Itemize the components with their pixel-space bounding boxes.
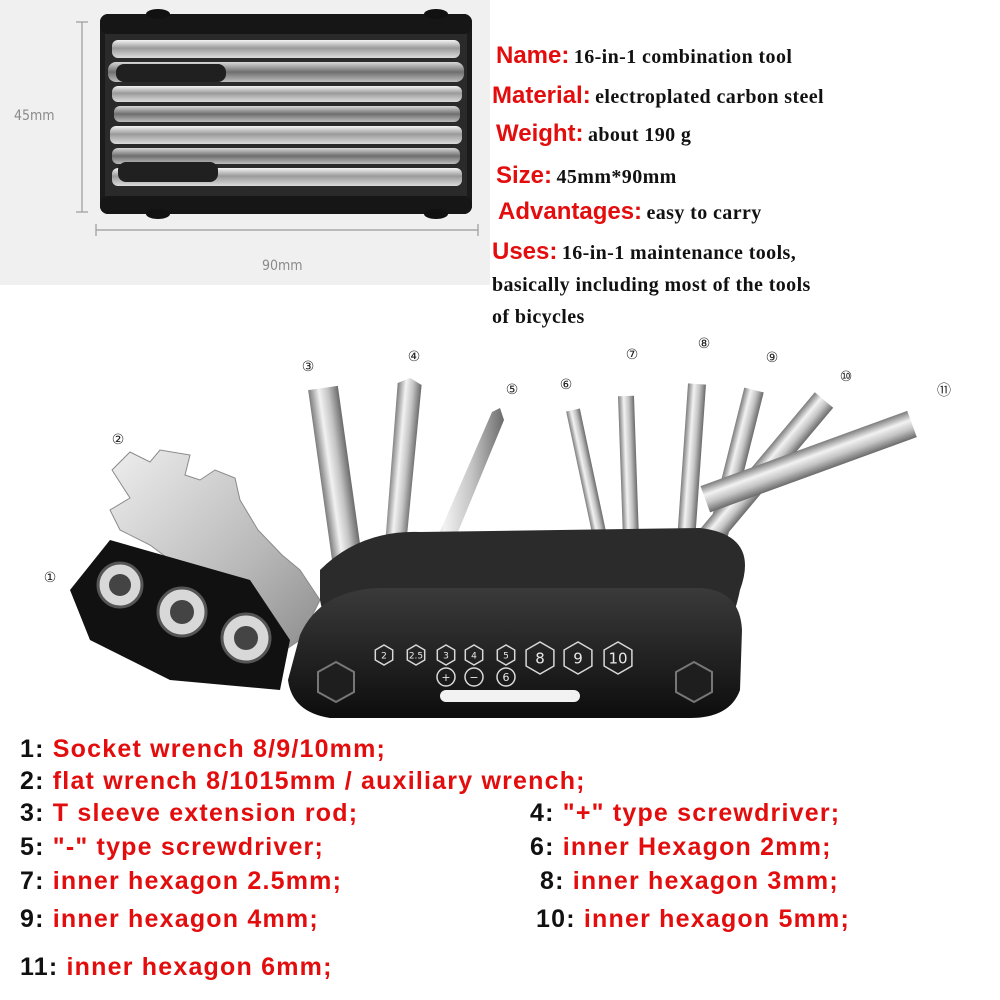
hex-marking — [464, 644, 484, 666]
socket-wrench — [70, 540, 290, 690]
callout-10: ⑩ — [840, 369, 853, 385]
hex-marking — [496, 644, 516, 666]
legend-item-1: 1: Socket wrench 8/9/10mm; — [20, 735, 386, 764]
hex-marking — [406, 644, 426, 666]
unfolded-tool-illustration: 2 2.5 3 4 5 8 9 10 + − 6 ① ② ③ ④ ⑤ ⑥ ⑦ ⑧ ⑨ ⑩ ⑪ — [44, 336, 951, 718]
spec-uses-key: Uses: — [492, 238, 558, 265]
legend-number: 5: — [20, 833, 53, 861]
legend-description: "+" type screwdriver; — [562, 799, 841, 827]
hex-marking — [563, 641, 593, 675]
callout-3: ③ — [302, 359, 315, 375]
legend-item-11: 11: inner hexagon 6mm; — [20, 953, 333, 982]
legend-item-10: 10: inner hexagon 5mm; — [536, 905, 850, 934]
legend-item-8: 8: inner hexagon 3mm; — [540, 867, 839, 896]
spec-material: Material: electroplated carbon steel — [492, 82, 824, 110]
legend-item-7: 7: inner hexagon 2.5mm; — [20, 867, 342, 896]
legend-description: "-" type screwdriver; — [52, 833, 325, 861]
legend-number: 3: — [20, 799, 53, 827]
spec-advantages: Advantages: easy to carry — [498, 198, 762, 226]
callout-7: ⑦ — [626, 347, 639, 363]
callout-11: ⑪ — [937, 383, 951, 399]
spec-uses: Uses: 16-in-1 maintenance tools, — [492, 238, 796, 266]
marking-label: 3 — [443, 652, 449, 662]
legend-description: inner hexagon 4mm; — [52, 905, 319, 933]
marking-label: 10 — [608, 650, 627, 668]
hex-marking — [525, 641, 555, 675]
marking-label: 8 — [535, 650, 545, 668]
legend-number: 10: — [536, 905, 584, 933]
legend-description: flat wrench 8/1015mm / auxiliary wrench; — [52, 767, 586, 795]
legend-description: Socket wrench 8/9/10mm; — [52, 735, 387, 763]
legend-item-2: 2: flat wrench 8/1015mm / auxiliary wren… — [20, 767, 586, 796]
legend-number: 7: — [20, 867, 53, 895]
legend-number: 1: — [20, 735, 53, 763]
legend-description: inner hexagon 2.5mm; — [52, 867, 343, 895]
height-dimension-label: 45mm — [14, 108, 55, 124]
spec-weight: Weight: about 190 g — [496, 120, 691, 148]
marking-label: 2.5 — [409, 652, 423, 662]
round-marking — [496, 667, 516, 687]
legend-description: inner Hexagon 2mm; — [562, 833, 832, 861]
legend-number: 9: — [20, 905, 53, 933]
part-callouts: ① ② ③ ④ ⑤ ⑥ ⑦ ⑧ ⑨ ⑩ ⑪ — [44, 336, 951, 586]
callout-1: ① — [44, 570, 57, 586]
spec-material-value: electroplated carbon steel — [595, 86, 825, 108]
spec-weight-value: about 190 g — [588, 124, 692, 146]
callout-4: ④ — [408, 349, 421, 365]
marking-label: 2 — [381, 652, 387, 662]
callout-6: ⑥ — [560, 377, 573, 393]
callout-2: ② — [112, 432, 125, 448]
tool-body — [288, 528, 745, 718]
spec-uses-line3: of bicycles — [492, 306, 585, 328]
spec-uses-line2: basically including most of the tools — [492, 274, 811, 296]
spec-weight-key: Weight: — [496, 120, 584, 147]
folded-tool-image — [76, 9, 479, 236]
legend-item-5: 5: "-" type screwdriver; — [20, 833, 324, 862]
hex-marking — [603, 641, 633, 675]
legend-number: 8: — [540, 867, 573, 895]
legend-description: inner hexagon 3mm; — [572, 867, 839, 895]
legend-item-4: 4: "+" type screwdriver; — [530, 799, 840, 828]
marking-label: 6 — [503, 671, 510, 684]
legend-item-3: 3: T sleeve extension rod; — [20, 799, 358, 828]
round-marking — [436, 667, 456, 687]
legend-number: 11: — [20, 953, 67, 981]
marking-label: 4 — [471, 652, 477, 662]
legend-number: 6: — [530, 833, 563, 861]
spec-size: Size: 45mm*90mm — [496, 162, 677, 190]
folded-tool-photo: 45mm 90mm — [0, 0, 490, 285]
marking-label: 9 — [573, 650, 583, 668]
spec-advantages-key: Advantages: — [498, 198, 643, 225]
spec-name: Name: 16-in-1 combination tool — [496, 42, 792, 70]
legend-number: 2: — [20, 767, 53, 795]
marking-label: + — [441, 671, 450, 684]
spec-uses-value: 16-in-1 maintenance tools, — [561, 242, 797, 264]
callout-8: ⑧ — [698, 336, 711, 352]
marking-label: 5 — [503, 652, 509, 662]
legend-item-6: 6: inner Hexagon 2mm; — [530, 833, 832, 862]
size-markings: 2 2.5 3 4 5 8 9 10 + − 6 — [374, 641, 633, 687]
callout-5: ⑤ — [506, 382, 519, 398]
spec-size-key: Size: — [496, 162, 553, 189]
legend-number: 4: — [530, 799, 563, 827]
spec-advantages-value: easy to carry — [646, 202, 762, 224]
spec-name-value: 16-in-1 combination tool — [573, 46, 793, 68]
legend-description: inner hexagon 6mm; — [66, 953, 333, 981]
spec-name-key: Name: — [496, 42, 570, 69]
marking-label: − — [469, 671, 478, 684]
legend-description: inner hexagon 5mm; — [583, 905, 850, 933]
spec-material-key: Material: — [492, 82, 591, 109]
callout-9: ⑨ — [766, 350, 779, 366]
round-marking — [464, 667, 484, 687]
legend-item-9: 9: inner hexagon 4mm; — [20, 905, 319, 934]
tool-bar-11 — [700, 410, 917, 513]
hex-marking — [374, 644, 394, 666]
hex-marking — [436, 644, 456, 666]
legend-description: T sleeve extension rod; — [52, 799, 359, 827]
spec-size-value: 45mm*90mm — [556, 166, 677, 188]
width-dimension-label: 90mm — [262, 258, 303, 274]
